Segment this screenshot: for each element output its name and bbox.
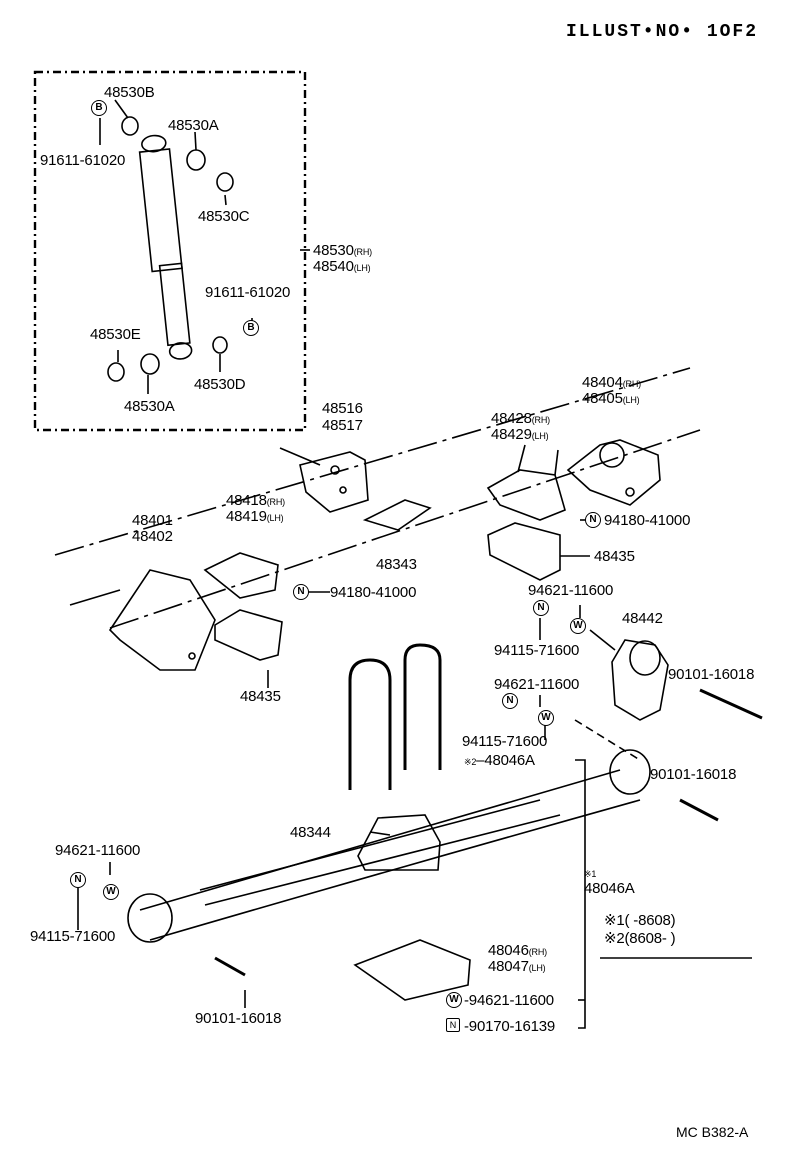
pad-48344 [357, 814, 441, 871]
nut-symbol-icon: N [533, 600, 549, 616]
hanger-48401 [108, 569, 216, 671]
rear-bracket [279, 447, 369, 513]
bolt-symbol-icon: B [91, 100, 107, 116]
note-line-2: ※2(8608- ) [604, 930, 676, 947]
footer-code: MC B382-A [676, 1124, 749, 1140]
part-label: 48516 [322, 400, 363, 417]
part-label: 48530E [90, 326, 141, 343]
part-label: ※2–48046A [464, 752, 535, 769]
nut-symbol-icon: N [293, 584, 309, 600]
part-label: 48517 [322, 417, 363, 434]
part-label: 48530A [168, 117, 219, 134]
part-label: 48046(RH) [488, 942, 547, 959]
bolt-90101-1 [699, 688, 763, 720]
part-label: 48540(LH) [313, 258, 371, 275]
variant-mark: ※1 [584, 869, 597, 879]
part-label: 48343 [376, 556, 417, 573]
plate-48343 [362, 499, 432, 531]
part-label: 94115-71600 [462, 733, 548, 750]
part-label: 90101-16018 [650, 766, 737, 783]
u-bolt-2 [403, 643, 442, 770]
part-label: 48435 [240, 688, 281, 705]
part-label: 48405(LH) [582, 390, 640, 407]
note-line-1: ※1( -8608) [604, 912, 676, 929]
washer-symbol-icon: W [446, 992, 462, 1008]
bolt-symbol-icon: B [243, 320, 259, 336]
shackle-48442 [611, 639, 669, 721]
seat-48046 [353, 939, 471, 1001]
part-label: 48530C [198, 208, 250, 225]
washer-symbol-icon: W [103, 884, 119, 900]
u-bolt-1 [348, 658, 392, 790]
part-label: 48344 [290, 824, 331, 841]
part-label: 94621-11600 [528, 582, 614, 599]
part-label: -94621-11600 [464, 992, 554, 1009]
part-label: -90170-16139 [464, 1018, 556, 1035]
part-label: 48530D [194, 376, 246, 393]
part-label: 48419(LH) [226, 508, 284, 525]
part-label: 94621-11600 [55, 842, 141, 859]
spring-bracket-rh [566, 439, 661, 506]
part-label: 48401 [132, 512, 173, 529]
part-label: 94180-41000 [330, 584, 417, 601]
bracket-48418 [203, 552, 279, 599]
part-label: 48530B [104, 84, 155, 101]
part-label: 48046A [584, 880, 635, 897]
part-label: 90101-16018 [668, 666, 755, 683]
part-label: 48530A [124, 398, 175, 415]
part-label: 48402 [132, 528, 173, 545]
part-label: 91611-61020 [40, 152, 126, 169]
washer-symbol-icon: W [570, 618, 586, 634]
bracket-48435-left [214, 609, 283, 661]
nut-symbol-icon: N [70, 872, 86, 888]
part-label: 94180-41000 [604, 512, 691, 529]
part-label: 91611-61020 [205, 284, 291, 301]
shock-absorber-group-box [33, 70, 307, 432]
part-label: 48442 [622, 610, 663, 627]
illustration-number: ILLUST•NO• 1OF2 [566, 22, 759, 42]
washer-symbol-icon: W [538, 710, 554, 726]
nut-symbol-icon: N [585, 512, 601, 528]
part-label: 48428(RH) [491, 410, 550, 427]
nut-symbol-icon: N [502, 693, 518, 709]
part-label: 48530(RH) [313, 242, 372, 259]
part-label: 48429(LH) [491, 426, 549, 443]
bracket-48435-right [487, 522, 561, 581]
part-label: 48435 [594, 548, 635, 565]
part-label: 48047(LH) [488, 958, 546, 975]
part-label: 94621-11600 [494, 676, 580, 693]
part-label: 48418(RH) [226, 492, 285, 509]
bolt-90101-3 [214, 956, 246, 977]
bolt-90101-2 [679, 798, 719, 822]
part-label: 94115-71600 [494, 642, 580, 659]
part-label: 94115-71600 [30, 928, 116, 945]
nut-square-icon: N [446, 1018, 460, 1032]
part-label: 48404(RH) [582, 374, 641, 391]
part-label: 90101-16018 [195, 1010, 282, 1027]
shock-absorber [138, 134, 193, 360]
front-hanger [486, 444, 566, 521]
